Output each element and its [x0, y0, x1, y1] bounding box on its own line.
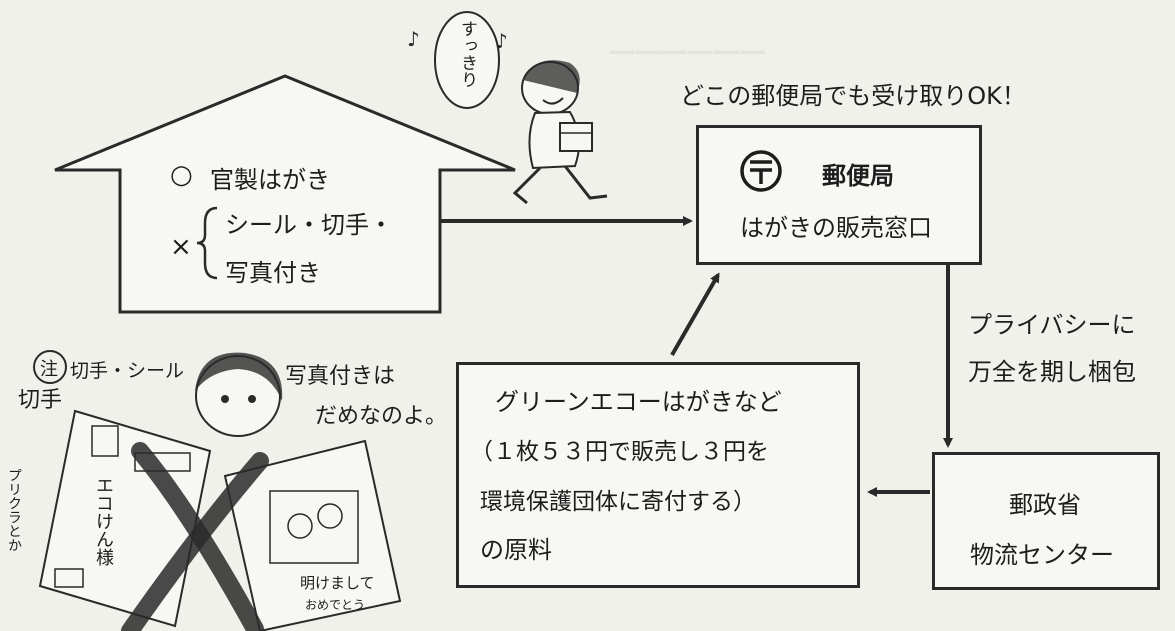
kitte-label: 切手 [18, 388, 63, 413]
bubble-text: すっきり [457, 20, 477, 88]
recycle-line1: グリーンエコーはがきなど [495, 388, 782, 416]
privacy-line1: プライバシーに [968, 311, 1136, 339]
ng-brace [196, 206, 218, 280]
recycle-line4: の原料 [480, 536, 552, 564]
recycle-line3: 環境保護団体に寄付する） [480, 489, 756, 515]
top-note: どこの郵便局でも受け取りOK！ [680, 82, 1026, 110]
card-text-right: 明けまして [300, 574, 375, 592]
post-office-mark-icon [740, 150, 782, 192]
ok-mark: ○ [170, 160, 193, 190]
woman-with-cards-illustration [33, 350, 402, 631]
svg-text:♪: ♪ [407, 27, 420, 51]
note-line3: だめなのよ。 [315, 404, 448, 429]
center-line1: 郵政省 [1009, 491, 1081, 519]
note-mark: 注 [40, 359, 58, 380]
center-line2: 物流センター [970, 541, 1114, 569]
note-line2: 写真付きは [285, 364, 396, 389]
post-office-box [696, 125, 982, 265]
ng-mark: × [170, 232, 192, 262]
note-line1: 切手・シール [70, 360, 185, 382]
ng-line2: 写真付き [225, 259, 321, 287]
svg-text:♪: ♪ [495, 29, 508, 53]
post-office-counter: はがきの販売窓口 [740, 214, 932, 242]
card-text-left: エコけん様 [93, 476, 114, 566]
privacy-line2: 万全を期し梱包 [968, 358, 1136, 386]
ng-line1: シール・切手・ [225, 211, 393, 239]
card-text-right-2: おめでとう [305, 598, 366, 612]
arrow-recycle-to-postoffice [670, 272, 720, 356]
recycle-box [456, 362, 860, 588]
running-woman-illustration: ♪ ♪ [407, 11, 608, 205]
ok-item: 官製はがき [210, 166, 330, 194]
recycle-line2: （１枚５３円で販売し３円を [470, 439, 769, 465]
purikura-label: プリクラとか [6, 468, 22, 552]
logistics-center-box [932, 452, 1160, 590]
post-office-name: 郵便局 [822, 162, 894, 190]
bg-show-through-1: ────── [610, 30, 767, 76]
house-outline [54, 74, 516, 314]
